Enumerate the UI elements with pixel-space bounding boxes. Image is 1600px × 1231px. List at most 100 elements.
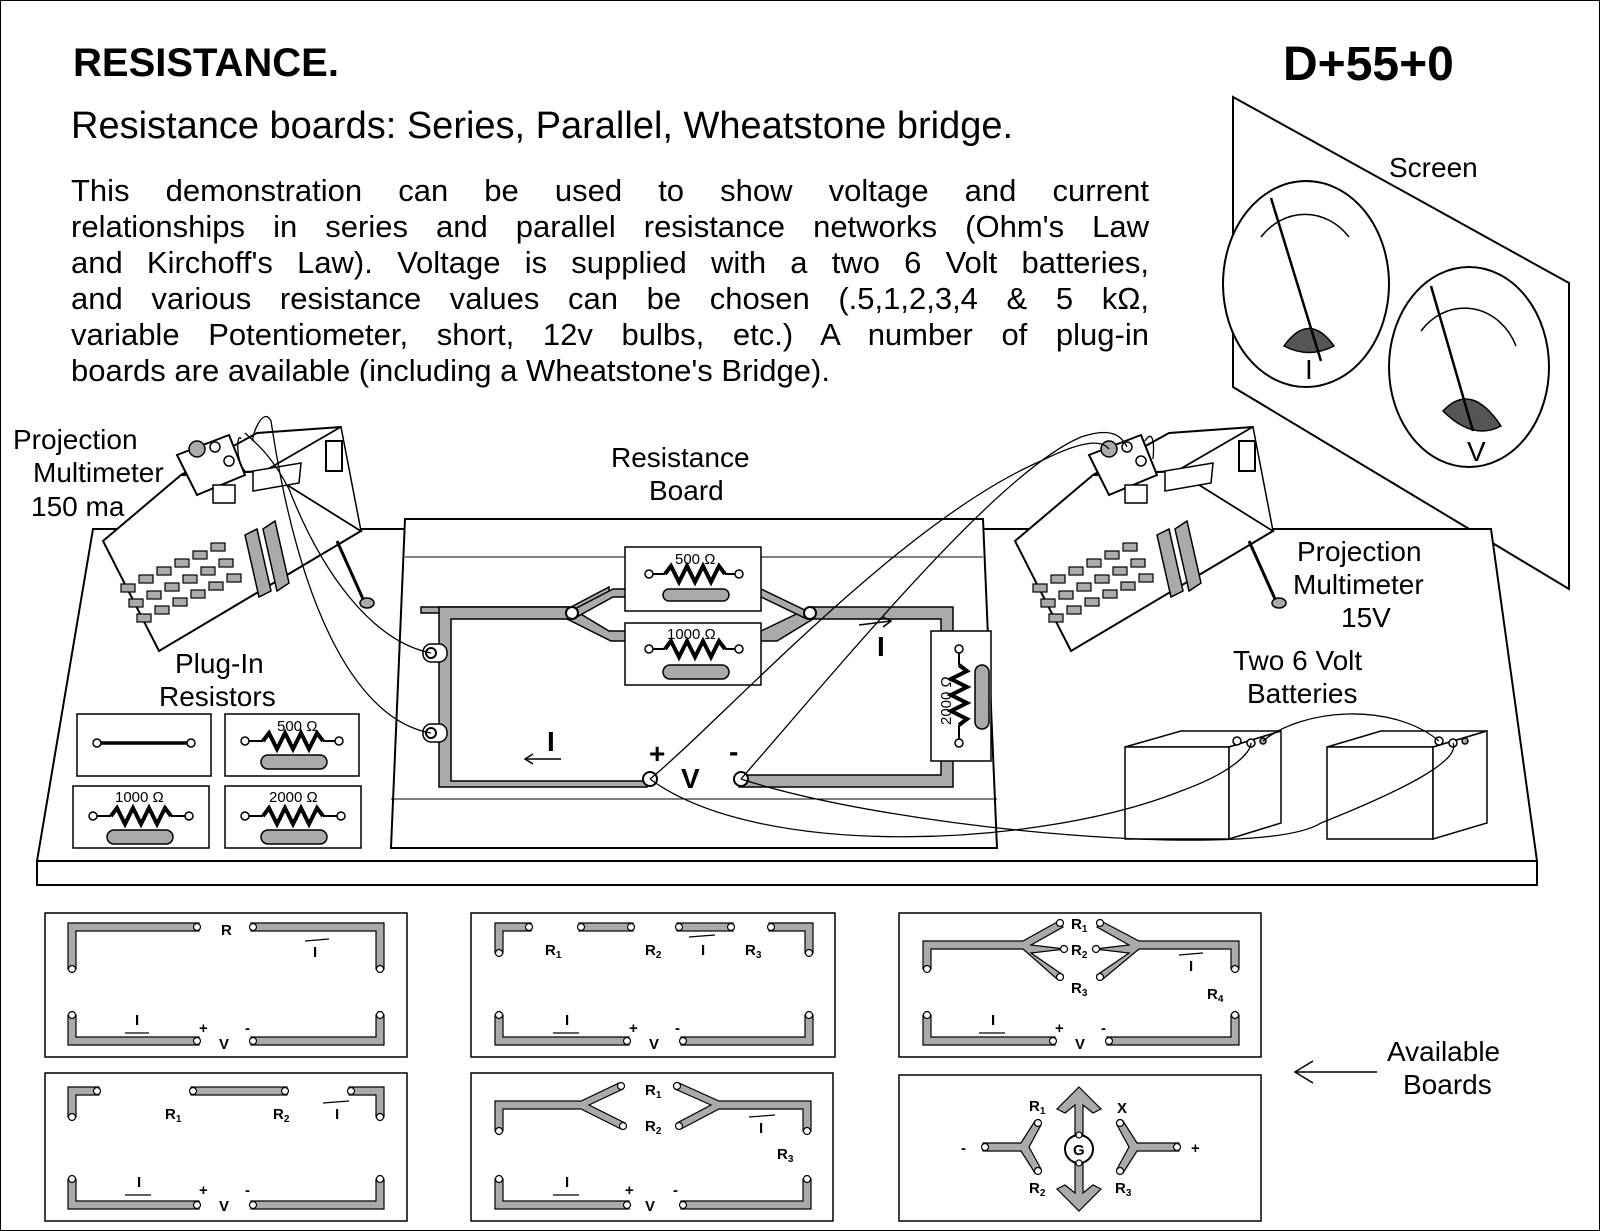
b2-r1-letter: R	[545, 942, 556, 959]
batteries-label-1: Two 6 Volt	[1233, 645, 1362, 676]
b3-v: V	[1075, 1036, 1085, 1053]
b3-r1: R1	[1071, 916, 1088, 935]
b4-minus: -	[245, 1182, 250, 1199]
demo-code: D+55+0	[1283, 38, 1454, 91]
b3-plus: +	[1055, 1020, 1064, 1037]
description-line: This demonstration can be used to show v…	[71, 173, 1149, 208]
description-line: and Kirchoff's Law). Voltage is supplied…	[71, 245, 1149, 280]
b2-r2-sub: 2	[656, 950, 662, 961]
available-boards-callout: Available Boards	[1293, 1036, 1500, 1100]
b6-r1-sub: 1	[1040, 1106, 1046, 1117]
b5-v: V	[645, 1198, 655, 1215]
b5-r1: R1	[645, 1082, 662, 1101]
b6-r2-letter: R	[1029, 1180, 1040, 1197]
b5-current-bottom: I	[565, 1174, 569, 1191]
plugin-label-1: Plug-In	[175, 648, 264, 679]
screen-label: Screen	[1389, 152, 1478, 183]
b4-r2-letter: R	[273, 1106, 284, 1123]
b6-r2-sub: 2	[1040, 1188, 1046, 1199]
b2-r2-letter: R	[645, 942, 656, 959]
description-line: boards are available (including a Wheats…	[71, 353, 830, 388]
b6-r3: R3	[1115, 1180, 1132, 1199]
b5-r1-sub: 1	[656, 1090, 662, 1101]
b4-plus: +	[199, 1182, 208, 1199]
b5-r2: R2	[645, 1118, 662, 1137]
meter-right-label-1: Projection	[1297, 536, 1422, 567]
b3-r2: R2	[1071, 942, 1088, 961]
resistor-500-label: 500 Ω	[675, 551, 715, 568]
b6-r1-letter: R	[1029, 1098, 1040, 1115]
b3-current-bottom: I	[991, 1012, 995, 1029]
b2-v: V	[649, 1036, 659, 1053]
batteries-label-2: Batteries	[1247, 678, 1358, 709]
b4-current-top: I	[335, 1106, 339, 1123]
description-line: variable Potentiometer, short, 12v bulbs…	[71, 317, 1149, 352]
b3-minus: -	[1101, 1020, 1106, 1037]
board-label-1: Resistance	[611, 442, 750, 473]
board-wheatstone-bridge: G R1 X R2 R3 - +	[898, 1074, 1262, 1222]
b4-r1-letter: R	[165, 1106, 176, 1123]
b1-current-top: I	[313, 944, 317, 961]
b4-r1-sub: 1	[176, 1114, 182, 1125]
b6-r3-letter: R	[1115, 1180, 1126, 1197]
page-title: RESISTANCE.	[73, 41, 339, 85]
b1-r: R	[221, 922, 232, 939]
screen-voltage-label: V	[1467, 436, 1486, 467]
plugin-1000-label: 1000 Ω	[115, 789, 164, 806]
resistor-2000-label: 2000 Ω	[938, 676, 955, 725]
board-current-right: I	[877, 631, 885, 662]
description: This demonstration can be used to show v…	[71, 173, 1149, 389]
b2-current-bottom: I	[565, 1012, 569, 1029]
b6-plus: +	[1191, 1140, 1200, 1157]
plugin-500-label: 500 Ω	[277, 718, 317, 735]
meter-right-label-3: 15V	[1341, 602, 1391, 633]
plugin-2000-label: 2000 Ω	[269, 789, 318, 806]
b5-minus: -	[673, 1182, 678, 1199]
b5-r3-sub: 3	[788, 1154, 794, 1165]
b2-plus: +	[629, 1020, 638, 1037]
b1-v: V	[219, 1036, 229, 1053]
b5-r3: R3	[777, 1146, 794, 1165]
b3-r3-sub: 3	[1082, 988, 1088, 999]
b1-current-bottom: I	[135, 1012, 139, 1029]
meter-right-label-2: Multimeter	[1293, 569, 1424, 600]
b2-minus: -	[675, 1020, 680, 1037]
b6-minus: -	[961, 1140, 966, 1157]
b2-r1: R1	[545, 942, 562, 961]
voltage-needle	[1429, 285, 1475, 432]
board-current-left: I	[547, 726, 555, 757]
b5-r2-letter: R	[645, 1118, 656, 1135]
b6-r2: R2	[1029, 1180, 1046, 1199]
b3-r4-letter: R	[1207, 986, 1218, 1003]
b3-r3-letter: R	[1071, 980, 1082, 997]
board-plus: +	[649, 738, 665, 769]
b2-r3: R3	[745, 942, 762, 961]
batteries: Two 6 Volt Batteries	[1124, 645, 1488, 841]
current-needle	[1269, 197, 1323, 362]
b6-r3-sub: 3	[1126, 1188, 1132, 1199]
meter-left-label-2: Multimeter	[33, 457, 164, 488]
b3-current-top: I	[1189, 958, 1193, 975]
b5-current-top: I	[759, 1120, 763, 1137]
description-line: and various resistance values can be cho…	[71, 281, 1149, 316]
b2-r1-sub: 1	[556, 950, 562, 961]
b3-r1-sub: 1	[1082, 924, 1088, 935]
board-label-2: Board	[649, 475, 724, 506]
b4-r1: R1	[165, 1106, 182, 1125]
b3-r4: R4	[1207, 986, 1224, 1005]
b5-r1-letter: R	[645, 1082, 656, 1099]
projection-screen: Screen I V	[1222, 95, 1570, 591]
b2-r3-sub: 3	[756, 950, 762, 961]
b1-minus: -	[245, 1020, 250, 1037]
meter-left-label-1: Projection	[13, 424, 138, 455]
b3-r2-sub: 2	[1082, 950, 1088, 961]
multimeter-150ma: Projection Multimeter 150 ma	[13, 424, 375, 653]
b5-r2-sub: 2	[656, 1126, 662, 1137]
plug-in-resistors: Plug-In Resistors 500 Ω 1000 Ω	[72, 648, 362, 849]
b4-r2-sub: 2	[284, 1114, 290, 1125]
board-series-1: R I I + V -	[44, 912, 408, 1058]
connecting-wires	[237, 416, 1455, 841]
b3-r1-letter: R	[1071, 916, 1082, 933]
b4-current-bottom: I	[137, 1174, 141, 1191]
board-parallel-3: R1 R2 R3 R4 I I + V -	[898, 912, 1262, 1058]
